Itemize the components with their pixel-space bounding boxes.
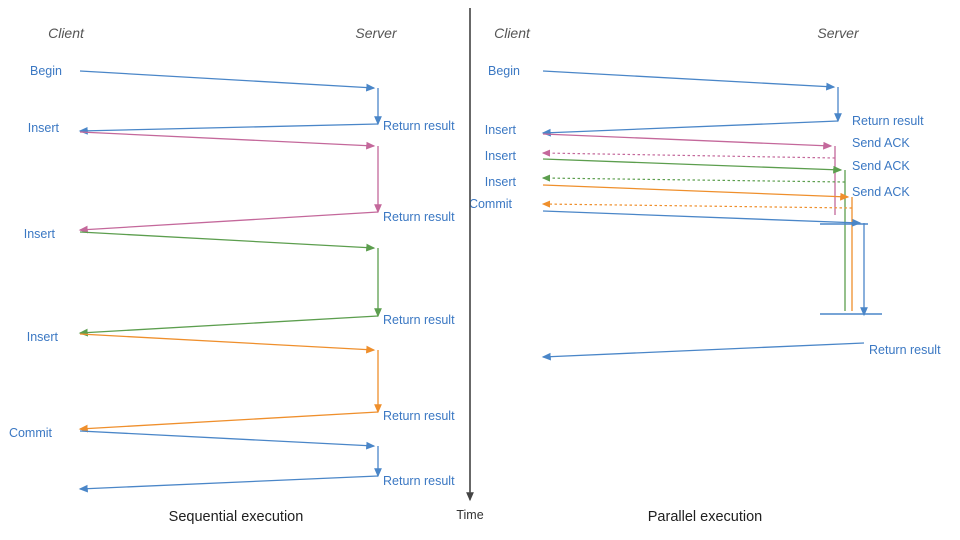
ack-arrow	[541, 149, 836, 159]
time-axis-label: Time	[456, 508, 483, 522]
request-arrow	[79, 231, 376, 252]
request-label: Insert	[485, 123, 517, 137]
panel-caption-parallel: Parallel execution	[648, 509, 762, 525]
send-ack-label: Send ACK	[852, 185, 910, 199]
response-arrow	[78, 123, 379, 135]
return-result-label: Return result	[383, 119, 455, 133]
request-label: Insert	[27, 330, 59, 344]
request-arrow	[542, 184, 850, 201]
ack-arrow	[541, 200, 853, 209]
request-label: Begin	[488, 64, 520, 78]
response-arrow	[541, 342, 865, 361]
request-arrow	[542, 70, 836, 91]
panel-caption-sequential: Sequential execution	[169, 509, 304, 525]
response-arrow	[78, 411, 379, 433]
request-arrow	[79, 333, 376, 354]
response-arrow	[78, 315, 379, 337]
lane-title-server-sequential: Server	[355, 25, 398, 41]
request-label: Insert	[485, 175, 517, 189]
request-label: Commit	[469, 197, 513, 211]
return-result-label: Return result	[383, 409, 455, 423]
request-arrow	[79, 430, 376, 450]
return-result-label: Return result	[869, 343, 941, 357]
response-arrow	[541, 120, 839, 137]
ack-arrow	[541, 174, 846, 183]
request-arrow	[79, 70, 376, 92]
request-arrow	[542, 133, 833, 150]
return-result-label: Return result	[383, 313, 455, 327]
lane-title-client-sequential: Client	[48, 25, 85, 41]
response-arrow	[78, 475, 379, 493]
request-label: Commit	[9, 426, 53, 440]
request-label: Insert	[28, 121, 60, 135]
send-ack-label: Send ACK	[852, 159, 910, 173]
response-arrow	[78, 211, 379, 234]
send-ack-label: Send ACK	[852, 136, 910, 150]
request-label: Insert	[24, 227, 56, 241]
lane-title-client-parallel: Client	[494, 25, 531, 41]
return-result-label: Return result	[383, 210, 455, 224]
time-axis-layer: Time	[456, 8, 484, 522]
return-result-label: Return result	[852, 114, 924, 128]
request-arrow	[542, 158, 843, 174]
return-result-label: Return result	[383, 474, 455, 488]
lane-title-server-parallel: Server	[817, 25, 860, 41]
request-label: Begin	[30, 64, 62, 78]
request-label: Insert	[485, 149, 517, 163]
request-arrow	[542, 210, 862, 227]
request-arrow	[79, 131, 376, 150]
